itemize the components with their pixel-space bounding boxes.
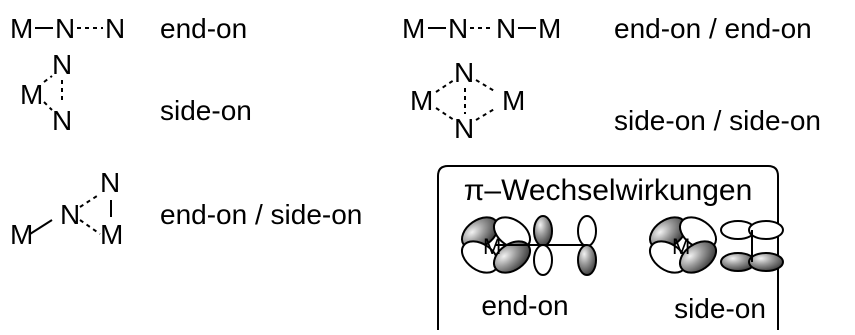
- atom-n: N: [105, 13, 125, 44]
- pi-star-lobe: [533, 244, 553, 276]
- pi-star-lobe: [577, 215, 597, 247]
- atom-m: M: [10, 13, 33, 44]
- atom-m: M: [410, 85, 433, 116]
- atom-m: M: [100, 219, 123, 250]
- dashed-bond: [43, 75, 53, 83]
- mode-end-on: M N N end-on: [10, 13, 247, 44]
- label-end-on-side-on: end-on / side-on: [160, 199, 362, 230]
- atom-n: N: [60, 199, 80, 230]
- pi-interactions-panel: π–Wechselwirkungen M end-on: [437, 165, 784, 330]
- mode-end-on-end-on: M N N M end-on / end-on: [402, 13, 812, 44]
- mode-side-on-side-on: N M N M side-on / side-on: [410, 57, 821, 144]
- end-on-orbital-diagram: M end-on: [460, 215, 597, 321]
- pi-star-lobe: [748, 220, 784, 240]
- atom-n: N: [52, 49, 72, 80]
- dashed-bond: [475, 107, 497, 121]
- atom-n: N: [448, 13, 468, 44]
- atom-m: M: [402, 13, 425, 44]
- label-side-on: side-on: [674, 293, 766, 324]
- label-end-on-end-on: end-on / end-on: [614, 13, 812, 44]
- dashed-bond: [435, 79, 455, 93]
- atom-n: N: [52, 105, 72, 136]
- atom-n: N: [100, 167, 120, 198]
- dashed-bond: [79, 193, 101, 208]
- dashed-bond: [43, 101, 53, 111]
- single-bond: [29, 219, 53, 235]
- atom-m: M: [538, 13, 561, 44]
- dashed-bond: [475, 79, 497, 93]
- atom-m: M: [20, 79, 43, 110]
- atom-n: N: [496, 13, 516, 44]
- d-orbital-lobe: [678, 240, 718, 274]
- label-side-on-side-on: side-on / side-on: [614, 105, 821, 136]
- atom-n: N: [454, 57, 474, 88]
- label-end-on: end-on: [481, 290, 568, 321]
- label-side-on: side-on: [160, 95, 252, 126]
- atom-n: N: [55, 13, 75, 44]
- pi-star-lobe: [748, 252, 784, 272]
- atom-m: M: [672, 234, 690, 259]
- atom-m: M: [502, 85, 525, 116]
- mode-end-on-side-on: M N N M end-on / side-on: [10, 167, 362, 250]
- mode-side-on: N M N side-on: [20, 49, 252, 136]
- side-on-orbital-diagram: M side-on: [648, 216, 784, 324]
- panel-title: π–Wechselwirkungen: [464, 174, 753, 207]
- label-end-on: end-on: [160, 13, 247, 44]
- atom-m: M: [483, 234, 501, 259]
- pi-star-lobe: [577, 244, 597, 276]
- atom-m: M: [10, 219, 33, 250]
- panel-frame: [437, 165, 779, 330]
- atom-n: N: [454, 113, 474, 144]
- pi-star-lobe: [533, 215, 553, 247]
- dashed-bond: [79, 219, 101, 235]
- dashed-bond: [435, 107, 455, 121]
